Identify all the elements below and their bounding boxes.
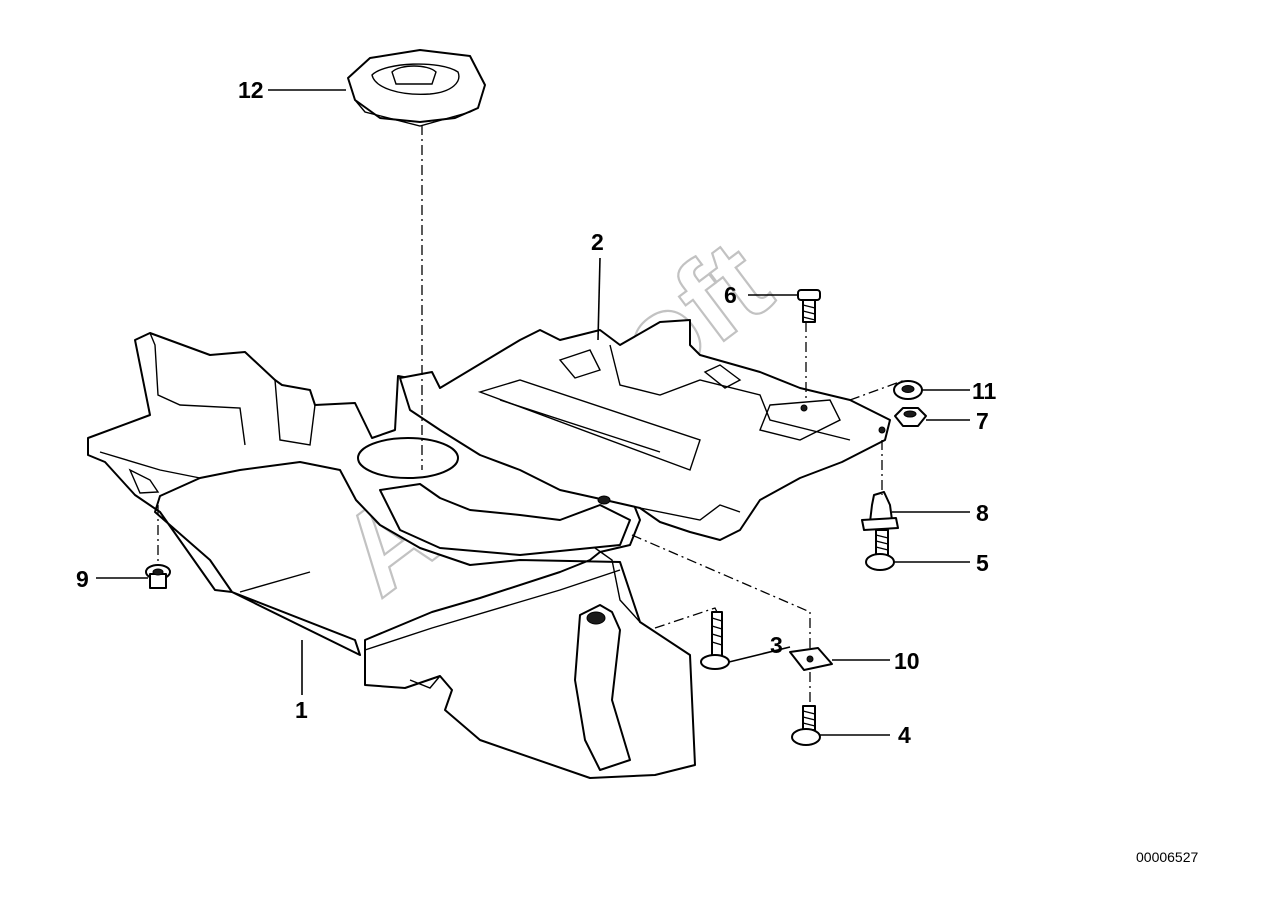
- callout-4: 4: [898, 722, 911, 748]
- callout-1: 1: [295, 697, 308, 723]
- clip-part-8: [861, 491, 899, 531]
- screw-part-4: [791, 705, 821, 746]
- cover-part-12: [347, 49, 486, 127]
- callout-12: 12: [238, 77, 264, 103]
- callout-10: 10: [894, 648, 920, 674]
- upper-shield-part-2: [399, 319, 891, 541]
- callout-2: 2: [591, 229, 604, 255]
- assembly-lines: [157, 125, 906, 706]
- callout-6: 6: [724, 282, 737, 308]
- clip-nut-part-10: [789, 647, 833, 671]
- screw-part-6: [797, 289, 821, 323]
- callout-9: 9: [76, 566, 89, 592]
- underbody-shield-part-1: [87, 332, 696, 779]
- callout-labels: 12 2 6 11 7 8 5 9 3 10 4 1: [76, 77, 997, 748]
- bolt-part-5: [865, 529, 895, 571]
- callout-3: 3: [770, 632, 783, 658]
- washer-part-11: [893, 380, 923, 400]
- callout-8: 8: [976, 500, 989, 526]
- nut-part-9: [145, 564, 171, 589]
- nut-part-7: [894, 407, 927, 427]
- diagram-number: 00006527: [1136, 849, 1199, 865]
- callout-7: 7: [976, 408, 989, 434]
- screw-part-3: [700, 611, 730, 670]
- leader-lines: [96, 89, 970, 736]
- callout-5: 5: [976, 550, 989, 576]
- callout-11: 11: [972, 378, 997, 404]
